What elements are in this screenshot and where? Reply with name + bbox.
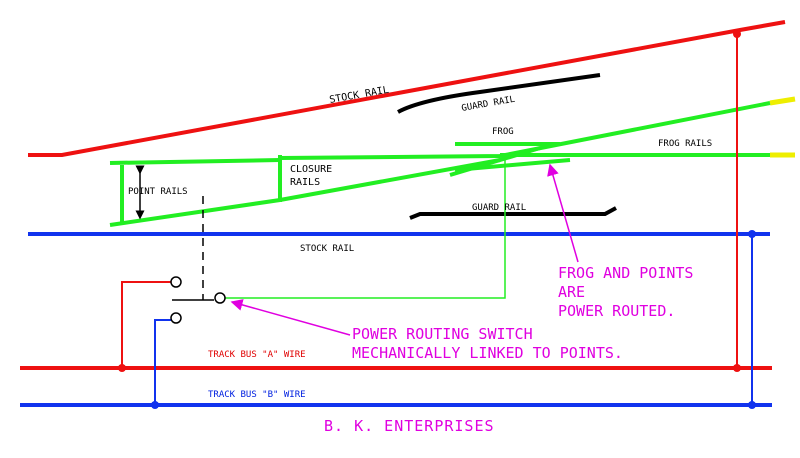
frog-label: FROG bbox=[492, 127, 514, 137]
closure-rails-label-2: RAILS bbox=[290, 177, 320, 188]
stock-rail-top bbox=[28, 20, 786, 157]
guard-rail-bottom-label: GUARD RAIL bbox=[472, 203, 526, 213]
green-rails bbox=[109, 101, 771, 227]
switch-common bbox=[214, 292, 226, 304]
guard-rail-top-label: GUARD RAIL bbox=[461, 95, 516, 114]
switch-wire-blue bbox=[154, 319, 172, 405]
frog-note-line-2: ARE bbox=[558, 283, 585, 301]
switch-contact-b bbox=[170, 312, 182, 324]
switch-contact-a bbox=[170, 276, 182, 288]
guard-rail-bottom bbox=[409, 206, 617, 220]
bus-b-label: TRACK BUS "B" WIRE bbox=[208, 390, 306, 400]
point-rails-label: POINT RAILS bbox=[128, 187, 188, 197]
rail-end-diverging bbox=[769, 96, 796, 106]
frog-note-line-3: POWER ROUTED. bbox=[558, 302, 675, 320]
bus-a-label: TRACK BUS "A" WIRE bbox=[208, 350, 306, 360]
switch-wire-red bbox=[121, 281, 172, 368]
frog-note-line-1: FROG AND POINTS bbox=[558, 264, 693, 282]
guard-rail-top bbox=[397, 73, 601, 114]
stock-rail-top-label: STOCK RAIL bbox=[329, 85, 390, 106]
switch-note-line-2: MECHANICALLY LINKED TO POINTS. bbox=[352, 344, 623, 362]
closure-rails-label-1: CLOSURE bbox=[290, 164, 332, 175]
switch-note-line-1: POWER ROUTING SWITCH bbox=[352, 325, 533, 343]
credit-label: B. K. ENTERPRISES bbox=[324, 417, 495, 435]
frog-feed-wire bbox=[220, 160, 506, 299]
frog-note-arrow bbox=[547, 163, 579, 263]
switch-note-arrow bbox=[230, 299, 351, 336]
stock-rail-bottom-label: STOCK RAIL bbox=[300, 244, 354, 254]
frog-rails-label: FROG RAILS bbox=[658, 139, 712, 149]
